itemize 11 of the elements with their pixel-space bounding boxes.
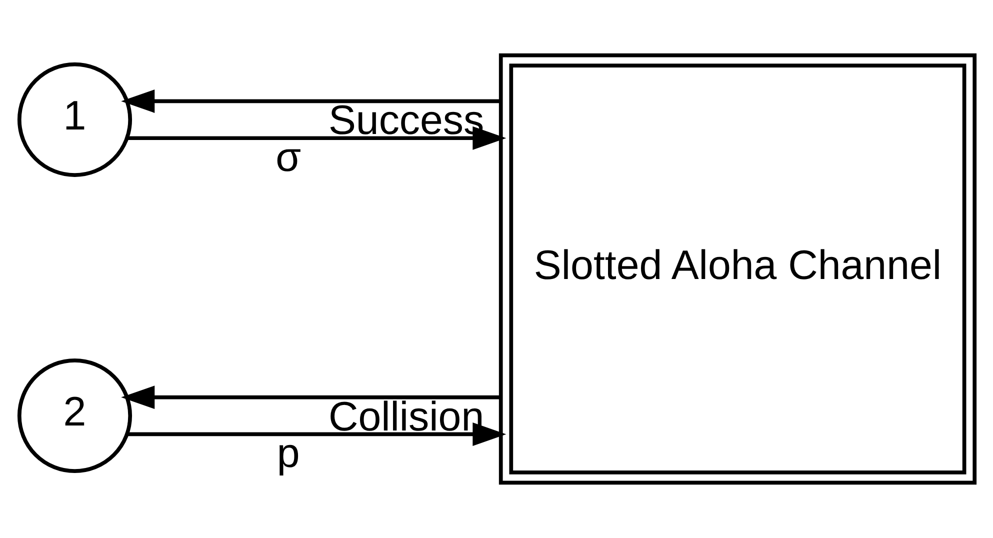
- node-circle: 1: [16, 62, 132, 177]
- node-circle: 2: [16, 358, 132, 474]
- arrow: [127, 126, 506, 150]
- edge-label: Success: [328, 97, 484, 144]
- edge-label: σ: [275, 134, 301, 180]
- arrow: [120, 386, 500, 410]
- arrow: [120, 89, 500, 113]
- edge-label: p: [276, 430, 300, 476]
- node-box: Slotted Aloha Channel: [498, 53, 976, 485]
- edge-label: Collision: [328, 393, 484, 440]
- arrow: [127, 422, 506, 446]
